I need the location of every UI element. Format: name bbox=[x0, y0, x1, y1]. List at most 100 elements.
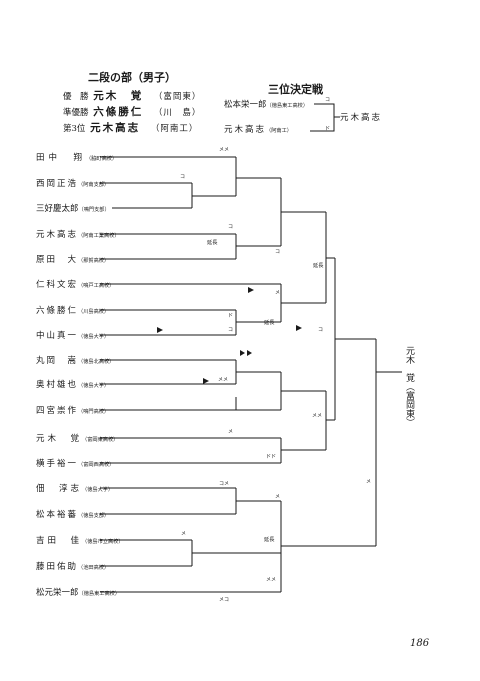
third-place-row: 第3位 元木高志 （阿南工） bbox=[63, 120, 198, 135]
player-5: 原田 大（那賀高校） bbox=[36, 253, 109, 265]
player-name: 横手裕一 bbox=[36, 459, 79, 469]
score-mark: メ bbox=[366, 479, 372, 485]
winner-row: 優 勝 元木 覚 （富岡東） bbox=[63, 88, 201, 103]
player-school: （脇町高校） bbox=[86, 156, 118, 162]
score-mark: コ bbox=[228, 224, 234, 230]
player-name: 松元栄一郎 bbox=[36, 588, 79, 598]
player-name: 中山真一 bbox=[36, 331, 79, 341]
player-school: （鳴門高校） bbox=[78, 409, 110, 415]
player-10: 奥村雄也（徳島大学） bbox=[36, 378, 109, 390]
score-mark: メメ bbox=[266, 577, 277, 583]
playoff-player-1: 松本栄一郎（徳島東工高校） bbox=[224, 98, 308, 110]
player-school: （徳島大学） bbox=[78, 334, 110, 340]
playoff-player-2: 元木高志（阿南工） bbox=[224, 123, 292, 135]
player-3: 三好慶太郎（鳴門支部） bbox=[36, 202, 110, 214]
runner-up-school: （川 島） bbox=[153, 108, 202, 118]
player-school: （池田高校） bbox=[78, 565, 110, 571]
rank-label: 準優勝 bbox=[63, 108, 89, 118]
player-school: （鳴戸工高校） bbox=[78, 283, 115, 289]
player-school: （富岡東高校） bbox=[82, 437, 119, 443]
score-mark: メメ bbox=[219, 147, 230, 153]
score-mark: メ bbox=[228, 429, 234, 435]
champion-name: 元木 覚 bbox=[404, 346, 414, 382]
extension-label: 延長 bbox=[264, 320, 275, 326]
player-school: （阿南工業高校） bbox=[78, 233, 120, 239]
player-name: 吉田 佳 bbox=[36, 536, 83, 546]
player-name: 丸岡 嵩 bbox=[36, 356, 79, 366]
champion: 元木 覚（富岡東） bbox=[403, 346, 416, 427]
player-9: 丸岡 嵩（徳島北高校） bbox=[36, 354, 114, 366]
score-mark: コ bbox=[180, 174, 186, 180]
extension-label: 延長 bbox=[207, 240, 218, 246]
player-16: 吉田 佳（徳島市立高校） bbox=[36, 534, 124, 546]
player-school: （富岡西高校） bbox=[78, 462, 115, 468]
player-17: 藤田佑助（池田高校） bbox=[36, 560, 109, 572]
player-11: 四宮崇作（鳴門高校） bbox=[36, 404, 109, 416]
third-place-school: （阿南工） bbox=[150, 124, 199, 134]
player-school: （鳴門支部） bbox=[78, 207, 110, 213]
third-place-title: 三位決定戦 bbox=[268, 83, 323, 96]
score-mark: メメ bbox=[312, 413, 323, 419]
player-school: （徳島支部） bbox=[78, 513, 110, 519]
player-name: 元木 覚 bbox=[36, 434, 83, 444]
score-mark: ド bbox=[325, 126, 331, 132]
page-number: 186 bbox=[410, 638, 430, 649]
player-school: （阿南工） bbox=[266, 128, 292, 134]
section-title: 二段の部（男子） bbox=[88, 71, 176, 84]
score-mark: ド bbox=[228, 313, 234, 319]
score-mark: メメ bbox=[218, 377, 229, 383]
player-name: 藤田佑助 bbox=[36, 562, 79, 572]
runner-up-row: 準優勝 六條勝仁 （川 島） bbox=[63, 104, 201, 119]
player-school: （徳島東工高校） bbox=[266, 103, 309, 109]
score-mark: コ bbox=[325, 97, 331, 103]
player-school: （那賀高校） bbox=[78, 258, 110, 264]
third-place-name: 元木高志 bbox=[90, 122, 141, 134]
player-name: 三好慶太郎 bbox=[36, 204, 79, 214]
runner-up-name: 六條勝仁 bbox=[93, 106, 144, 118]
player-7: 六條勝仁（川島高校） bbox=[36, 304, 109, 316]
player-school: （徳島市立高校） bbox=[82, 539, 124, 545]
player-name: 奥村雄也 bbox=[36, 380, 79, 390]
player-2: 西岡正浩（阿南支部） bbox=[36, 177, 109, 189]
player-school: （川島高校） bbox=[78, 309, 110, 315]
player-name: 元木高志 bbox=[224, 125, 267, 135]
player-name: 四宮崇作 bbox=[36, 406, 79, 416]
player-school: （徳島大学） bbox=[82, 487, 114, 493]
player-name: 元木高志 bbox=[36, 230, 79, 240]
player-name: 佃 淳志 bbox=[36, 484, 83, 494]
score-mark: メ bbox=[181, 531, 187, 537]
score-mark: ドド bbox=[266, 454, 277, 460]
playoff-winner: 元木高志 bbox=[340, 113, 383, 123]
player-school: （徳島大学） bbox=[78, 383, 110, 389]
score-mark: メ bbox=[275, 290, 281, 296]
player-name: 原田 大 bbox=[36, 255, 79, 265]
player-name: 田中 翔 bbox=[36, 153, 87, 163]
player-name: 仁科文宏 bbox=[36, 280, 79, 290]
player-school: （阿南支部） bbox=[78, 182, 110, 188]
score-mark: コ bbox=[228, 327, 234, 333]
player-14: 佃 淳志（徳島大学） bbox=[36, 482, 113, 494]
player-school: （徳島東工高校） bbox=[78, 591, 121, 597]
extension-label: 延長 bbox=[264, 537, 275, 543]
extension-label: 延長 bbox=[313, 263, 324, 269]
player-name: 松本栄一郎 bbox=[224, 100, 267, 110]
player-name: 西岡正浩 bbox=[36, 179, 79, 189]
score-mark: メ bbox=[275, 494, 281, 500]
player-name: 六條勝仁 bbox=[36, 306, 79, 316]
player-12: 元木 覚（富岡東高校） bbox=[36, 432, 118, 444]
player-15: 松本裕蕃（徳島支部） bbox=[36, 508, 109, 520]
player-1: 田中 翔（脇町高校） bbox=[36, 151, 146, 163]
winner-school: （富岡東） bbox=[153, 92, 202, 102]
player-8: 中山真一（徳島大学） bbox=[36, 329, 109, 341]
rank-label: 優 勝 bbox=[63, 92, 89, 102]
score-mark: コ bbox=[318, 327, 324, 333]
player-name: 松本裕蕃 bbox=[36, 510, 79, 520]
winner-name: 元木 覚 bbox=[93, 90, 144, 102]
champion-school: （富岡東） bbox=[404, 382, 414, 427]
score-mark: メコ bbox=[219, 597, 230, 603]
score-mark: コメ bbox=[219, 481, 230, 487]
player-6: 仁科文宏（鳴戸工高校） bbox=[36, 278, 114, 290]
score-mark: コ bbox=[275, 249, 281, 255]
player-13: 横手裕一（富岡西高校） bbox=[36, 457, 114, 469]
